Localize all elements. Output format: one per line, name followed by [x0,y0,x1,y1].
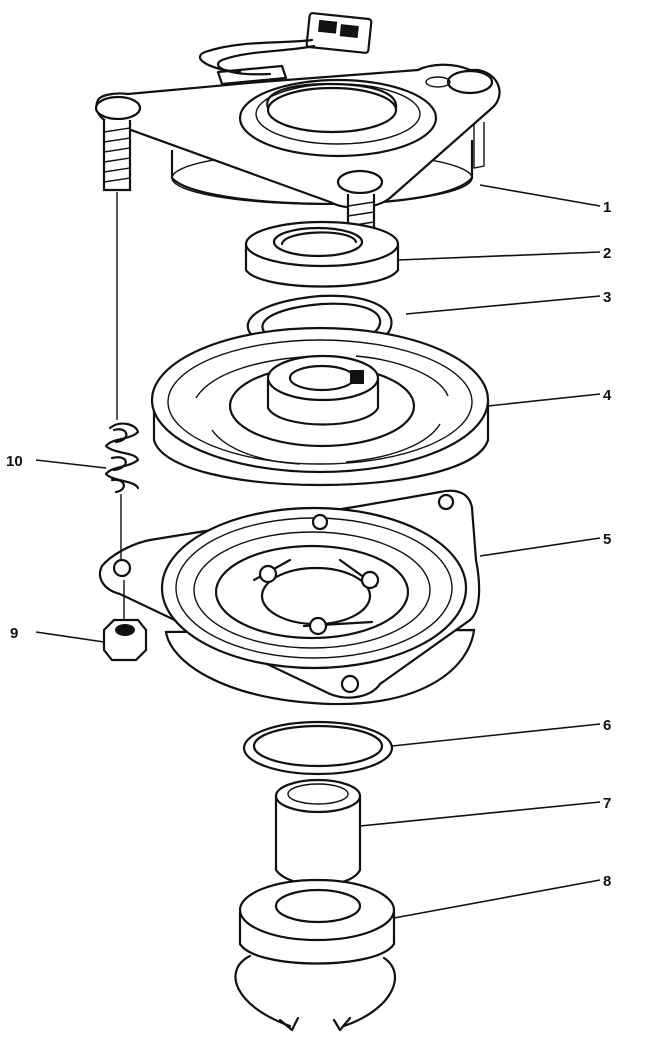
callout-10: 10 [6,453,23,470]
wire-connector [305,12,373,54]
callout-8: 8 [603,873,611,890]
part-10-spring [104,422,140,494]
callout-5: 5 [603,531,611,548]
callout-7: 7 [603,795,611,812]
part-6-snap-ring [242,720,394,776]
callout-1: 1 [603,199,611,216]
callout-9: 9 [10,625,18,642]
part-7-hub-sleeve [274,778,362,886]
callout-2: 2 [603,245,611,262]
callout-6: 6 [603,717,611,734]
part-5-field-housing [98,489,481,706]
part-2-bearing [244,220,400,288]
callout-4: 4 [603,387,612,404]
part-4-pulley [150,326,490,486]
alignment-line [116,192,125,620]
part-8-bearing [238,878,396,965]
retaining-ring [234,954,396,1032]
callout-3: 3 [603,289,611,306]
part-9-nut [102,618,148,662]
part-1-top-cover [94,12,501,274]
leader-lines [35,184,601,919]
